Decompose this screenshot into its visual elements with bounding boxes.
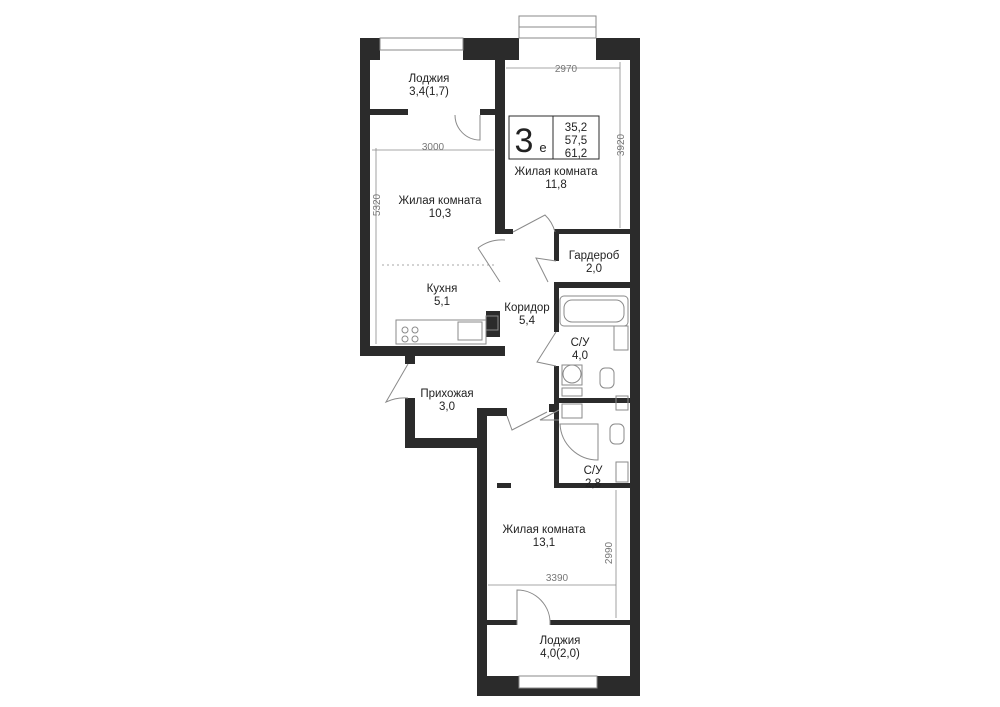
dim-room-b-height: 3920	[616, 133, 627, 156]
window-bottom	[518, 675, 598, 689]
room-living-c-area: 13,1	[533, 537, 555, 549]
dim-room-a-height: 5320	[372, 193, 383, 216]
badge-type-letter: е	[539, 140, 546, 155]
room-kitchen-name: Кухня	[427, 283, 458, 295]
dimension-labels: 2970 3920 3000 5320 3390 2990	[372, 64, 627, 584]
room-kitchen-area: 5,1	[434, 296, 450, 308]
door-living-b	[512, 214, 556, 233]
room-bath-1-area: 4,0	[572, 350, 588, 362]
washbasin	[613, 325, 629, 351]
badge-area-total: 57,5	[565, 135, 587, 147]
door-bath-2	[539, 409, 560, 421]
room-living-a-area: 10,3	[429, 208, 451, 220]
washing-machine	[562, 364, 582, 384]
badge-area-living: 35,2	[565, 122, 587, 134]
toilet-2	[609, 423, 625, 445]
doors	[384, 114, 560, 626]
room-living-b-area: 11,8	[545, 179, 567, 191]
dim-room-a-width: 3000	[422, 142, 445, 153]
badge-type-digit: 3	[515, 122, 534, 160]
room-loggia-top-name: Лоджия	[409, 73, 450, 85]
partitions	[370, 109, 630, 625]
room-living-a-name: Жилая комната	[398, 195, 482, 207]
door-loggia-bottom	[516, 589, 551, 626]
room-bath-1-name: С/У	[571, 337, 591, 349]
door-living-a	[477, 239, 506, 283]
apartment-type-badge: 3 е 35,2 57,5 61,2	[508, 115, 600, 160]
window-top-left	[379, 37, 464, 51]
door-hall	[384, 363, 409, 404]
kitchen-fridge	[485, 315, 499, 331]
washbasin-2	[615, 461, 629, 483]
room-living-c-name: Жилая комната	[502, 524, 586, 536]
door-bath-1	[536, 331, 557, 367]
room-loggia-bottom-area: 4,0(2,0)	[540, 648, 580, 660]
dimension-lines	[372, 62, 621, 618]
dim-top-width: 2970	[555, 64, 578, 75]
bathtub	[559, 295, 629, 327]
toilet-1	[599, 367, 615, 389]
room-wardrobe-area: 2,0	[586, 263, 602, 275]
room-loggia-top-area: 3,4(1,7)	[409, 86, 449, 98]
door-wardrobe	[535, 257, 557, 283]
room-bath-2-name: С/У	[584, 465, 604, 477]
windows	[379, 15, 598, 689]
room-corridor-area: 5,4	[519, 315, 536, 327]
room-wardrobe-name: Гардероб	[569, 250, 620, 262]
room-hall-area: 3,0	[439, 401, 455, 413]
room-corridor-name: Коридор	[504, 302, 549, 314]
room-hall-name: Прихожая	[420, 388, 473, 400]
door-corridor-hall	[506, 411, 548, 431]
dim-room-c-width: 3390	[546, 573, 569, 584]
dim-room-c-height: 2990	[604, 541, 615, 564]
shower	[559, 423, 599, 461]
fixtures	[395, 295, 629, 483]
walls	[360, 38, 640, 696]
kitchen-counter	[395, 319, 487, 345]
room-bath-2-area: 2,8	[585, 478, 601, 490]
room-loggia-bottom-name: Лоджия	[540, 635, 581, 647]
kitchen-sink	[457, 321, 483, 341]
badge-area-full: 61,2	[565, 148, 587, 160]
door-loggia-top	[454, 114, 481, 141]
room-labels: Лоджия 3,4(1,7) Жилая комната 10,3 Кухня…	[398, 73, 619, 660]
room-living-b-name: Жилая комната	[514, 166, 598, 178]
